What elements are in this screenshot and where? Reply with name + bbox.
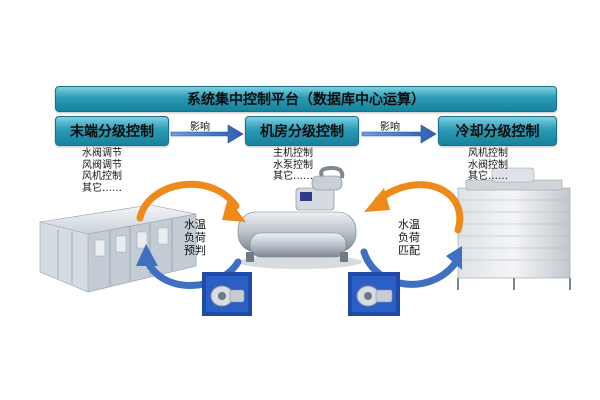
control-platform-label: 系统集中控制平台（数据库中心运算）	[187, 92, 425, 108]
loop-right	[360, 181, 464, 288]
influence-label-2: 影响	[380, 122, 400, 133]
air-handling-unit-image	[39, 204, 197, 293]
influence-label-1: 影响	[190, 122, 210, 133]
influence-arrow-2	[361, 124, 437, 144]
pump-image-left	[202, 272, 252, 316]
machine-room-control-label: 机房分级控制	[260, 124, 344, 140]
pump-image-right	[348, 272, 400, 316]
cooling-control-items: 风机控制 水阀控制 其它……	[468, 148, 508, 182]
loop-right-label: 水温 负荷 匹配	[398, 218, 420, 257]
machine-room-control-box: 机房分级控制	[245, 116, 359, 146]
terminal-control-label: 末端分级控制	[70, 124, 154, 140]
loop-left-label: 水温 负荷 预判	[184, 218, 206, 257]
influence-arrow-1	[170, 124, 244, 144]
cooling-tower-image	[457, 167, 571, 290]
cooling-control-box: 冷却分级控制	[438, 116, 557, 146]
machine-room-control-items: 主机控制 水泵控制 其它……	[273, 148, 313, 182]
cooling-control-label: 冷却分级控制	[455, 124, 540, 140]
terminal-control-box: 末端分级控制	[55, 116, 169, 146]
loop-left	[136, 180, 246, 289]
chiller-image	[237, 165, 362, 269]
control-platform-bar: 系统集中控制平台（数据库中心运算）	[55, 86, 557, 112]
terminal-control-items: 水阀调节 风阀调节 风机控制 其它……	[82, 148, 122, 194]
